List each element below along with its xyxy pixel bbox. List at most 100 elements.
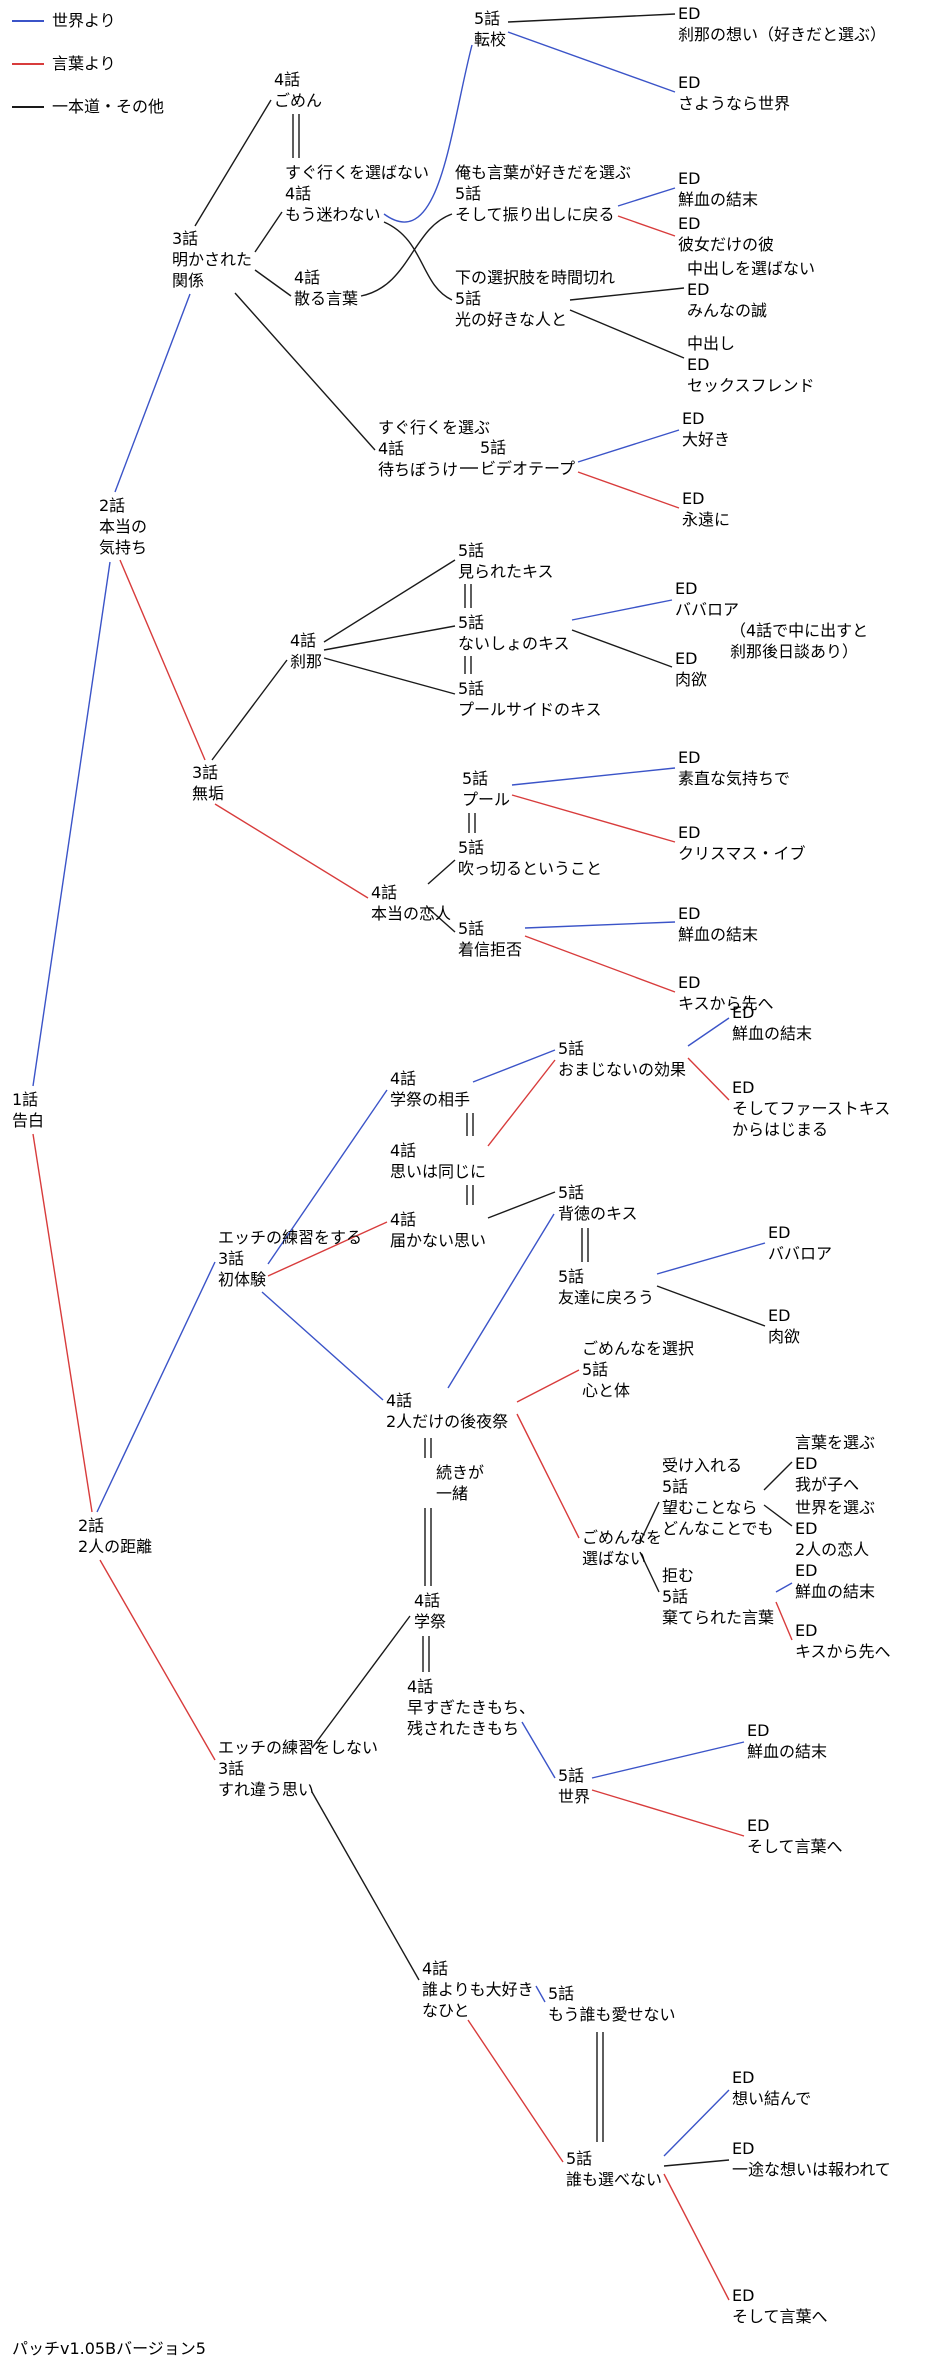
node-ep5-videotape: 5話 ビデオテープ <box>480 438 576 478</box>
edge-ep5-naisho-no-kiss--ed-bavarois-1 <box>571 599 673 621</box>
edge-ep5-furidashi--ed-kanojo-dake-no-kare <box>617 215 676 237</box>
node-ep5-sekai: 5話 世界 <box>558 1766 591 1806</box>
edge-ep5-daremo-erabenai--ed-omoi-musunde <box>663 2089 730 2157</box>
edge-ep1-kokuhaku--ep2-honto-no-kimochi <box>32 561 111 1087</box>
node-ed-sayounara-sekai: ED さようなら世界 <box>678 73 791 113</box>
edge-ep5-omajinai-no-kouka--ed-first-kiss <box>687 1057 730 1101</box>
edge-ep4-mou-mayowanai--ep5-tenkou <box>383 44 473 223</box>
edge-ep4-honto-no-koibito--ep5-fukkiru <box>427 859 456 885</box>
node-ep4-mou-mayowanai: すぐ行くを選ばない 4話 もう迷わない <box>285 163 430 224</box>
edge-ep3-akasareta-kankei--ep4-mou-mayowanai <box>254 211 283 253</box>
node-ep5-omajinai-no-kouka: 5話 おまじないの効果 <box>558 1039 687 1079</box>
node-ed-bavarois-1: ED ババロア <box>675 579 740 619</box>
edge-ep5-nozomu-koto-nara--ed-wagako-e <box>763 1461 793 1491</box>
node-ed-nikuyoku-1: ED 肉欲 <box>675 649 708 689</box>
node-ed-senketsu-3: ED 鮮血の結末 <box>732 1003 813 1043</box>
node-ed-sunao-na-kimochi: ED 素直な気持ちで <box>678 748 791 788</box>
edge-ep2-honto-no-kimochi--ep3-muku <box>119 559 206 761</box>
node-ed-kiss-kara-saki-2: ED キスから先へ <box>795 1621 891 1661</box>
edge-ep3-surechigau-omoi--ep4-gakusai <box>311 1615 411 1749</box>
edge-ep5-suterareta-kotoba--ed-kiss-kara-saki-2 <box>775 1601 793 1641</box>
legend-label-other: 一本道・その他 <box>52 97 165 116</box>
node-ed-bavarois-2: ED ババロア <box>768 1223 833 1263</box>
edge-ep5-tenkou--ed-sayounara-sekai <box>507 31 676 93</box>
node-ep4-hayasugita-kimochi: 4話 早すぎたきもち、 残されたきもち <box>407 1677 536 1738</box>
edge-ep5-daremo-erabenai--ed-ichizu-na-omoi <box>663 2159 730 2167</box>
node-ed-wagako-e: 言葉を選ぶ ED 我が子へ <box>795 1433 876 1494</box>
node-ed-sexfriend: 中出し ED セックスフレンド <box>687 334 815 395</box>
edge-ep3-muku--ep4-setsuna <box>211 659 288 761</box>
edge-ep5-pool--ed-christmas-eve <box>511 794 676 843</box>
edge-ep4-setsuna--ep5-naisho-no-kiss <box>323 625 456 651</box>
world-line-sample <box>12 19 44 22</box>
kotoba-line-sample <box>12 62 44 65</box>
edge-ep4-setsuna--ep5-mirareta-kiss <box>323 559 456 643</box>
edge-ep5-tenkou--ed-setsuna-no-omoi <box>507 13 676 23</box>
node-ep3-surechigau-omoi: エッチの練習をしない 3話 すれ違う思い <box>218 1738 379 1799</box>
edge-ep2-futari-no-kyori--ep3-surechigau-omoi <box>99 1559 216 1761</box>
node-ep5-pool: 5話 プール <box>462 769 511 809</box>
node-ep4-futaridake-no-kouyasai: 4話 2人だけの後夜祭 <box>386 1391 509 1431</box>
node-ep4-todokanai-omoi: 4話 届かない思い <box>390 1210 487 1250</box>
patch-version-note: パッチv1.05Bバージョン5 <box>12 2339 206 2358</box>
edge-ep4-futaridake-no-kouyasai--ep5-haitoku-no-kiss <box>447 1213 555 1389</box>
node-ed-senketsu-5: ED 鮮血の結末 <box>747 1721 828 1761</box>
edge-ep4-setsuna--ep5-poolside-no-kiss <box>323 657 456 695</box>
legend-item-other: 一本道・その他 <box>12 96 164 117</box>
edge-ep5-daremo-erabenai--ed-soshite-kotoba-e-2 <box>663 2173 730 2301</box>
node-ed-first-kiss: ED そしてファーストキス からはじまる <box>732 1078 891 1139</box>
node-ep4-setsuna: 4話 刹那 <box>290 631 323 671</box>
edge-ep5-hikari-no-sukinahito--ed-minna-no-makoto <box>569 287 685 301</box>
edge-ep5-hikari-no-sukinahito--ed-sexfriend <box>569 309 685 359</box>
edge-ep4-hayasugita-kimochi--ep5-sekai <box>521 1721 556 1779</box>
node-ep5-mirareta-kiss: 5話 見られたキス <box>458 541 554 581</box>
edge-ep5-nozomu-koto-nara--ed-futari-no-koibito <box>763 1504 793 1527</box>
legend-label-world: 世界より <box>52 11 116 30</box>
node-ep5-poolside-no-kiss: 5話 プールサイドのキス <box>458 679 602 719</box>
edge-ep4-omoi-wa-onaji-ni--ep5-omajinai-no-kouka <box>487 1059 556 1147</box>
node-ed-senketsu-1: ED 鮮血の結末 <box>678 169 759 209</box>
edge-ep3-akasareta-kankei--ep4-machibouke <box>234 292 376 451</box>
node-ep4-honto-no-koibito: 4話 本当の恋人 <box>371 883 452 923</box>
edge-ep5-tomodachi-ni-modorou--ed-nikuyoku-2 <box>656 1285 766 1327</box>
node-ep4-gakusai-no-aite: 4話 学祭の相手 <box>390 1069 471 1109</box>
node-ep2-honto-no-kimochi: 2話 本当の 気持ち <box>99 496 148 557</box>
edge-ep2-honto-no-kimochi--ep3-akasareta-kankei <box>114 293 191 493</box>
node-ed-ichizu-na-omoi: ED 一途な想いは報われて <box>732 2139 891 2179</box>
edge-label-gomenna-erabanai--ep5-nozomu-koto-nara <box>639 1501 660 1543</box>
node-ep5-daremo-erabenai: 5話 誰も選べない <box>566 2149 663 2189</box>
node-ep4-gakusai: 4話 学祭 <box>414 1591 447 1631</box>
node-ed-daisuki: ED 大好き <box>682 409 731 449</box>
edge-ep4-honto-no-koibito--ep5-chakushin-kyohi <box>427 907 456 933</box>
node-ed-futari-no-koibito: 世界を選ぶ ED 2人の恋人 <box>795 1498 876 1559</box>
edge-ep3-muku--ep4-honto-no-koibito <box>214 803 369 899</box>
legend: 世界より 言葉より 一本道・その他 <box>12 10 164 139</box>
node-ed-soshite-kotoba-e-2: ED そして言葉へ <box>732 2286 828 2326</box>
edge-ep3-akasareta-kankei--ep4-gomen <box>194 99 272 227</box>
node-ed-kanojo-dake-no-kare: ED 彼女だけの彼 <box>678 214 775 254</box>
edge-ep5-videotape--ed-eien-ni <box>577 471 680 509</box>
node-ep4-dareyori-mo-daisuki: 4話 誰よりも大好き なひと <box>422 1959 534 2020</box>
node-ep5-suterareta-kotoba: 拒む 5話 棄てられた言葉 <box>662 1566 775 1627</box>
node-note-setsuna-gojitsudan: （4話で中に出すと 刹那後日談あり） <box>730 621 869 661</box>
node-label-gomenna-erabanai: ごめんなを 選ばない <box>582 1528 663 1568</box>
node-ep3-muku: 3話 無垢 <box>192 763 225 803</box>
edge-ep5-furidashi--ed-senketsu-1 <box>617 187 676 207</box>
node-ed-soshite-kotoba-e-1: ED そして言葉へ <box>747 1816 843 1856</box>
edge-ep5-sekai--ed-senketsu-5 <box>591 1741 745 1779</box>
node-ep5-chakushin-kyohi: 5話 着信拒否 <box>458 919 523 959</box>
node-ep5-nozomu-koto-nara: 受け入れる 5話 望むことなら どんなことでも <box>662 1456 774 1538</box>
edge-ep5-chakushin-kyohi--ed-kiss-kara-saki-1 <box>524 935 676 993</box>
edge-ep5-chakushin-kyohi--ed-senketsu-2 <box>524 921 676 929</box>
edge-ep3-hatsutaiken--ep4-todokanai-omoi <box>267 1221 388 1277</box>
other-line-sample <box>12 105 44 108</box>
edge-ep4-dareyori-mo-daisuki--ep5-mou-daremo-aisenai <box>535 1985 546 2003</box>
edge-ep4-gakusai-no-aite--ep5-omajinai-no-kouka <box>472 1049 556 1083</box>
edge-ep5-videotape--ed-daisuki <box>577 429 680 463</box>
edge-ep3-hatsutaiken--ep4-gakusai-no-aite <box>267 1089 388 1265</box>
node-ep5-tomodachi-ni-modorou: 5話 友達に戻ろう <box>558 1267 655 1307</box>
node-ep5-furidashi: 俺も言葉が好きだを選ぶ 5話 そして振り出しに戻る <box>455 163 632 224</box>
node-note-tsuzuki-ga-issho: 続きが 一緒 <box>436 1463 485 1503</box>
